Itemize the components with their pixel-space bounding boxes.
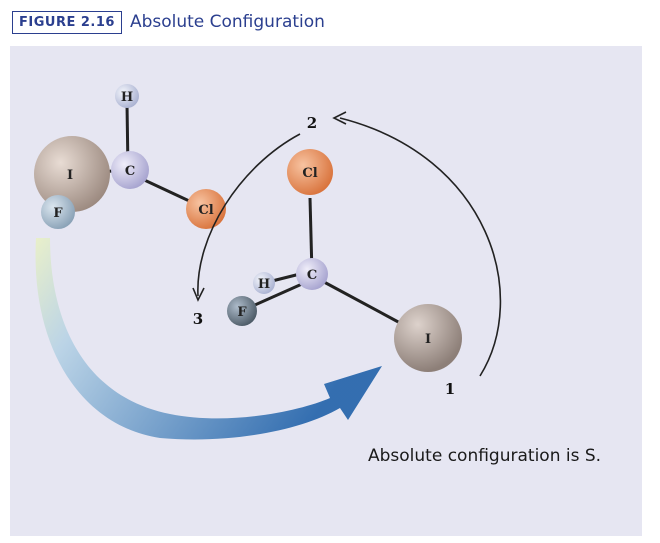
figure-title: Absolute Configuration [129, 12, 325, 32]
configuration-result: Absolute configuration is S. [368, 446, 602, 466]
bond-c-i-right [323, 280, 403, 326]
atom-cl-right [287, 149, 333, 195]
label-h-right: H [258, 277, 270, 292]
figure-caption: FIGURE 2.16 Absolute Configuration [12, 8, 325, 36]
label-cl-left: Cl [198, 203, 213, 218]
atom-f-right [227, 296, 257, 326]
label-f-right: F [237, 305, 247, 320]
atom-cl-left [186, 189, 226, 229]
priority-1-label: 1 [445, 380, 455, 398]
molecule-diagram: H C I F Cl Cl C H F I 1 2 3 [34, 84, 502, 440]
label-i-left: I [67, 168, 73, 183]
priority-3-label: 3 [193, 310, 203, 328]
label-h-left: H [121, 90, 133, 105]
label-c-right: C [307, 268, 317, 283]
atom-f-left [41, 195, 75, 229]
rotation-arrowhead-2 [332, 111, 347, 125]
atom-h-left [115, 84, 139, 108]
rotation-arrow-1-to-2 [339, 117, 502, 377]
diagram-panel: H C I F Cl Cl C H F I 1 2 3 Absolute con… [10, 46, 642, 536]
label-cl-right: Cl [302, 166, 317, 181]
rotation-arrowhead-3 [192, 287, 205, 302]
bond-c-f-right [247, 282, 303, 310]
atom-i-right [394, 304, 462, 372]
label-c-left: C [125, 164, 135, 179]
priority-2-label: 2 [307, 114, 317, 132]
label-i-right: I [425, 332, 431, 347]
atom-c-left [111, 151, 149, 189]
transform-arrow [35, 238, 382, 440]
label-f-left: F [53, 206, 63, 221]
atom-h-right [253, 272, 275, 294]
rotation-arrow-2-to-3 [197, 133, 301, 297]
atom-i-left [34, 136, 110, 212]
atom-c-right [296, 258, 328, 290]
figure-number: FIGURE 2.16 [12, 10, 122, 34]
